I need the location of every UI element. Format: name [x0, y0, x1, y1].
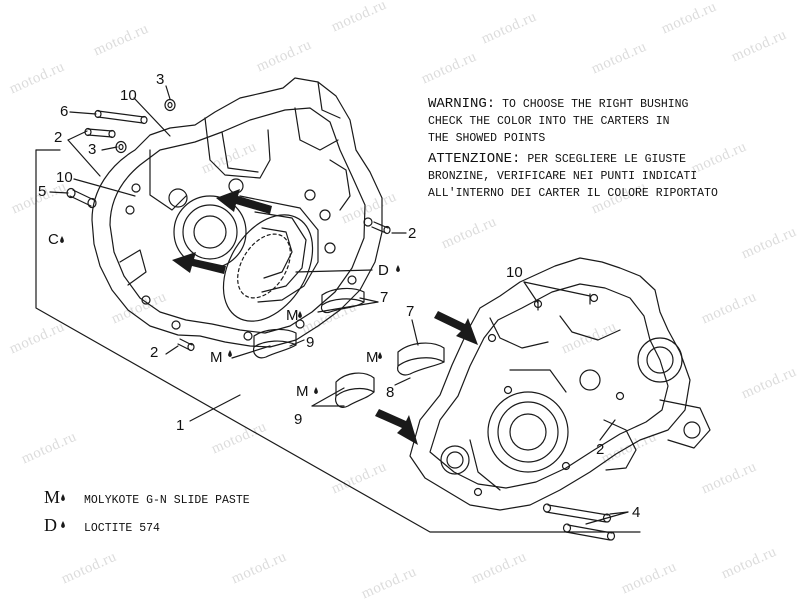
warning-line: WARNING: TO CHOOSE THE RIGHT BUSHING	[428, 96, 788, 113]
callout-m-upper: M	[286, 307, 299, 324]
left-half-parts	[66, 98, 391, 352]
callout-3-left: 3	[88, 141, 97, 158]
callout-7-upper: 7	[380, 289, 389, 306]
attenzione-line: ALL'INTERNO DEI CARTER IL COLORE RIPORTA…	[428, 187, 718, 200]
attenzione-heading: ATTENZIONE:	[428, 151, 521, 167]
callout-4: 4	[632, 504, 641, 521]
callout-m-mid: M	[366, 349, 379, 366]
drop-icon	[314, 387, 318, 394]
drop-icon	[396, 265, 400, 272]
bushing-mid-7	[397, 342, 445, 376]
dowel-2-bottom-left	[177, 338, 195, 352]
bushings	[253, 287, 445, 408]
callout-d: D	[378, 262, 389, 279]
callout-10-left: 10	[56, 169, 73, 186]
leader-line	[189, 394, 241, 422]
drop-icon	[61, 521, 65, 528]
drop-icon	[378, 352, 382, 359]
dowel-pin-2-left	[84, 127, 116, 139]
arrows	[172, 189, 478, 445]
attenzione-text: PER SCEGLIERE LE GIUSTE	[520, 153, 687, 166]
right-crankcase-half	[409, 257, 711, 511]
callout-1: 1	[176, 417, 185, 434]
warning-line: THE SHOWED POINTS	[428, 132, 546, 145]
callout-m-bottom: M	[296, 383, 309, 400]
warning-line: CHECK THE COLOR INTO THE CARTERS IN	[428, 115, 670, 128]
bushing-upper-7	[320, 287, 365, 314]
drop-icon	[60, 236, 64, 243]
left-crankcase-half	[91, 77, 383, 348]
attenzione-line: ATTENZIONE: PER SCEGLIERE LE GIUSTE	[428, 151, 788, 168]
arrow-icon	[375, 409, 418, 445]
warning-notes: WARNING: TO CHOOSE THE RIGHT BUSHING CHE…	[428, 96, 788, 202]
dowel-2-right-of-left	[371, 221, 391, 235]
callout-m-lower: M	[210, 349, 223, 366]
callout-3-top: 3	[156, 71, 165, 88]
legend-text: LOCTITE 574	[84, 522, 160, 535]
callout-9-lower: 9	[294, 411, 303, 428]
callout-2-right: 2	[596, 441, 605, 458]
drop-icon	[298, 311, 302, 318]
drop-icon	[228, 350, 232, 357]
callout-9-upper: 9	[306, 334, 315, 351]
legend-symbol: D	[44, 515, 57, 535]
callout-5: 5	[38, 183, 47, 200]
legend-row: M MOLYKOTE G-N SLIDE PASTE	[44, 487, 250, 515]
legend: M MOLYKOTE G-N SLIDE PASTE D LOCTITE 574	[44, 487, 250, 543]
bushing-lower-right-9	[335, 372, 375, 408]
dowel-pins-4	[542, 503, 616, 541]
legend-row: D LOCTITE 574	[44, 515, 250, 543]
callout-2-bottom-left: 2	[150, 344, 159, 361]
warning-heading: WARNING:	[428, 96, 496, 112]
highlight-ellipse	[222, 214, 314, 322]
callout-6: 6	[60, 103, 69, 120]
callout-c: C	[48, 231, 59, 248]
leader-lines	[49, 85, 629, 525]
warning-text: TO CHOOSE THE RIGHT BUSHING	[495, 98, 689, 111]
dowel-pin-6	[94, 109, 148, 125]
arrow-icon	[434, 311, 478, 345]
callout-10-right: 10	[506, 264, 523, 281]
callout-2-left: 2	[54, 129, 63, 146]
legend-symbol: M	[44, 487, 61, 507]
callout-10-top: 10	[120, 87, 137, 104]
drop-icon	[61, 494, 65, 501]
attenzione-line: BRONZINE, VERIFICARE NEI PUNTI INDICATI	[428, 170, 698, 183]
arrow-icon	[216, 189, 272, 214]
callout-7-lower: 7	[406, 303, 415, 320]
drop-marks	[60, 236, 400, 528]
bushing-3-top	[164, 98, 176, 112]
legend-text: MOLYKOTE G-N SLIDE PASTE	[84, 494, 250, 507]
callout-8: 8	[386, 384, 395, 401]
dowel-5	[66, 187, 97, 209]
assembly-bracket-line	[35, 149, 641, 533]
bushing-lower-9	[253, 328, 297, 359]
arrow-icon	[172, 252, 226, 274]
callout-2-right-of-left: 2	[408, 225, 417, 242]
